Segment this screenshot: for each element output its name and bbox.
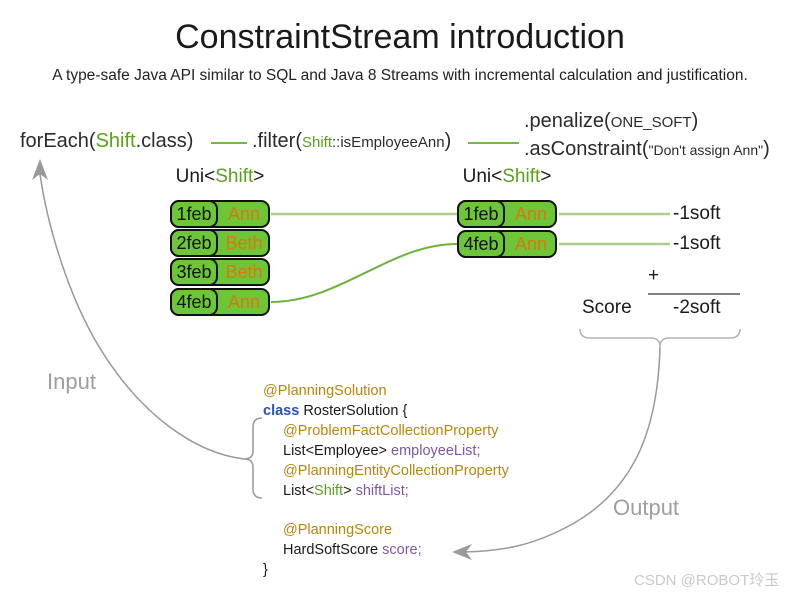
asconstraint-expression: .asConstraint("Don't assign Ann") <box>524 138 770 161</box>
input-arrow-curve <box>39 173 245 460</box>
code-line-employee-list: List<Employee> employeeList; <box>263 441 509 461</box>
code-line-closing-brace: } <box>263 560 509 580</box>
uni-left-pre: Uni< <box>175 166 216 187</box>
penalize-expression: .penalize(ONE_SOFT) <box>524 110 698 133</box>
shift-card-4feb-right: 4feb Ann <box>457 230 557 258</box>
watermark: CSDN @ROBOT玲玉 <box>634 572 780 589</box>
input-arrowhead <box>32 159 48 180</box>
plus-sign: + <box>648 265 660 286</box>
shift-card-1feb-left: 1feb Ann <box>170 200 270 228</box>
shift-employee: Ann <box>227 203 261 224</box>
shift-list-type-post: > <box>343 483 356 499</box>
score-brace <box>579 328 741 348</box>
penalize-pre: .penalize( <box>524 110 611 132</box>
planning-score-annotation: @PlanningScore <box>283 522 393 538</box>
shift-date: 1feb <box>170 200 218 228</box>
filter-type: Shift <box>302 134 333 151</box>
shift-list-type-pre: List< <box>283 483 315 499</box>
employee-list-type: List<Employee> <box>283 443 392 459</box>
uni-left-type: Shift <box>215 166 254 187</box>
asconstraint-pre: .asConstraint( <box>524 138 649 160</box>
shift-card-1feb-right: 1feb Ann <box>457 200 557 228</box>
shift-date: 4feb <box>457 230 505 258</box>
page-title: ConstraintStream introduction <box>175 18 625 56</box>
foreach-post: .class) <box>135 130 194 152</box>
shift-date: 4feb <box>170 288 218 316</box>
asconstraint-arg: "Don't assign Ann" <box>648 142 764 158</box>
code-line-shift-list: List<Shift> shiftList; <box>263 481 509 501</box>
output-arrowhead <box>452 544 472 560</box>
code-blank-line <box>263 501 509 520</box>
foreach-expression: forEach(Shift.class) <box>20 130 193 153</box>
uni-left-header: Uni<Shift> <box>170 166 270 188</box>
penalize-close: ) <box>691 110 699 132</box>
code-brace <box>243 417 263 499</box>
shift-date: 3feb <box>170 258 218 286</box>
closing-brace: } <box>263 562 268 578</box>
foreach-pre: forEach( <box>20 130 96 152</box>
foreach-type: Shift <box>95 130 136 152</box>
class-keyword: class <box>263 403 300 419</box>
employee-list-field: employeeList; <box>391 443 481 459</box>
score-total: -2soft <box>673 297 721 318</box>
shift-employee: Ann <box>514 203 548 224</box>
page-subtitle: A type-safe Java API similar to SQL and … <box>52 67 748 84</box>
shift-list-field: shiftList; <box>355 483 409 499</box>
filter-expression: .filter(Shift::isEmployeeAnn) <box>252 130 451 153</box>
score-field-name: score; <box>382 542 422 558</box>
row-4feb-connector <box>270 243 458 303</box>
asconstraint-close: ) <box>763 138 770 160</box>
uni-right-pre: Uni< <box>462 166 503 187</box>
output-label: Output <box>613 495 680 520</box>
code-line-planning-score-annotation: @PlanningScore <box>263 520 509 540</box>
score-label: Score <box>582 297 632 318</box>
filter-close: ) <box>444 130 452 152</box>
shift-employee: Beth <box>225 232 263 253</box>
penalize-arg: ONE_SOFT <box>610 114 692 131</box>
uni-left-post: > <box>253 166 265 187</box>
penalty-label-2: -1soft <box>673 233 721 254</box>
class-name: RosterSolution { <box>299 403 408 419</box>
code-line-score-field: HardSoftScore score; <box>263 540 509 560</box>
planning-entity-annotation: @PlanningEntityCollectionProperty <box>283 463 509 479</box>
shift-card-4feb-left: 4feb Ann <box>170 288 270 316</box>
code-line-problem-fact-annotation: @ProblemFactCollectionProperty <box>263 421 509 441</box>
shift-date: 1feb <box>457 200 505 228</box>
uni-right-post: > <box>540 166 552 187</box>
penalty-label-1: -1soft <box>673 203 721 224</box>
shift-employee: Ann <box>227 291 261 312</box>
input-label: Input <box>47 369 96 394</box>
shift-date: 2feb <box>170 229 218 257</box>
code-line-planning-entity-annotation: @PlanningEntityCollectionProperty <box>263 461 509 481</box>
uni-right-type: Shift <box>502 166 541 187</box>
shift-card-3feb-left: 3feb Beth <box>170 258 270 286</box>
filter-pre: .filter( <box>252 130 302 152</box>
output-arrow-curve <box>463 346 661 553</box>
shift-list-type: Shift <box>314 483 344 499</box>
shift-employee: Ann <box>514 233 548 254</box>
code-block: @PlanningSolution class RosterSolution {… <box>263 381 509 580</box>
problem-fact-annotation: @ProblemFactCollectionProperty <box>283 423 499 439</box>
planning-solution-annotation: @PlanningSolution <box>263 383 387 399</box>
filter-arg: ::isEmployeeAnn <box>332 134 445 151</box>
code-line-annotation-solution: @PlanningSolution <box>263 381 509 401</box>
shift-employee: Beth <box>225 261 263 282</box>
code-line-class-decl: class RosterSolution { <box>263 401 509 421</box>
uni-right-header: Uni<Shift> <box>457 166 557 188</box>
score-field-type: HardSoftScore <box>283 542 383 558</box>
shift-card-2feb-left: 2feb Beth <box>170 229 270 257</box>
